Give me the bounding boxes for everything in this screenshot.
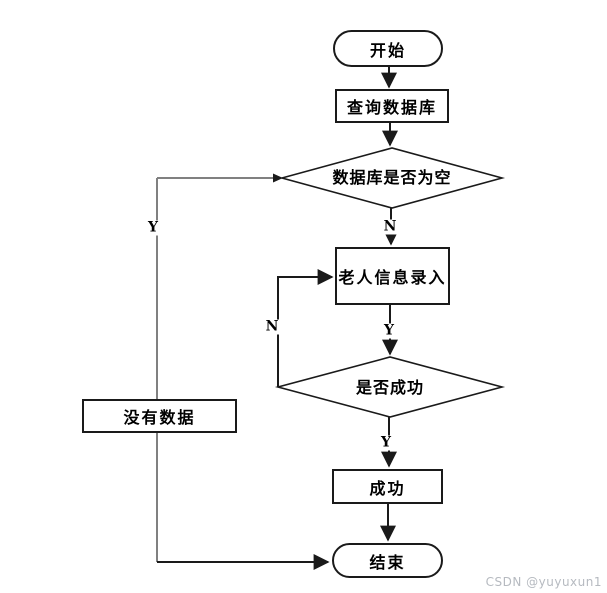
node-end: 结束 [332, 543, 443, 578]
decision-is-success-shape [274, 356, 506, 418]
csdn-watermark: CSDN @yuyuxun1 [485, 575, 602, 589]
node-query-database: 查询数据库 [335, 89, 449, 123]
node-query-database-label: 查询数据库 [346, 98, 437, 117]
edge-label-db-empty-yes: Y [145, 220, 161, 236]
decision-is-success-label: 是否成功 [355, 378, 424, 397]
node-no-data: 没有数据 [82, 399, 237, 433]
node-end-label: 结束 [369, 552, 406, 572]
edge-issuccess-loop-to-entry [277, 269, 334, 387]
edge-label-is-success-yes: Y [378, 435, 394, 451]
edge-label-db-empty-no: N [380, 219, 400, 235]
decision-db-empty-label: 数据库是否为空 [332, 168, 452, 187]
node-success-label: 成功 [369, 478, 406, 498]
node-elder-info-entry-label: 老人信息录入 [338, 268, 447, 287]
node-elder-info-entry: 老人信息录入 [335, 247, 450, 305]
edge-label-is-success-no: N [262, 319, 282, 335]
node-no-data-label: 没有数据 [123, 408, 196, 427]
decision-db-empty-shape [278, 147, 506, 209]
node-success: 成功 [332, 469, 443, 504]
node-start-label: 开始 [369, 40, 406, 60]
node-start: 开始 [333, 30, 443, 67]
edge-left-branch-arrowhead [273, 173, 283, 183]
edge-label-entry-down: Y [381, 323, 397, 339]
